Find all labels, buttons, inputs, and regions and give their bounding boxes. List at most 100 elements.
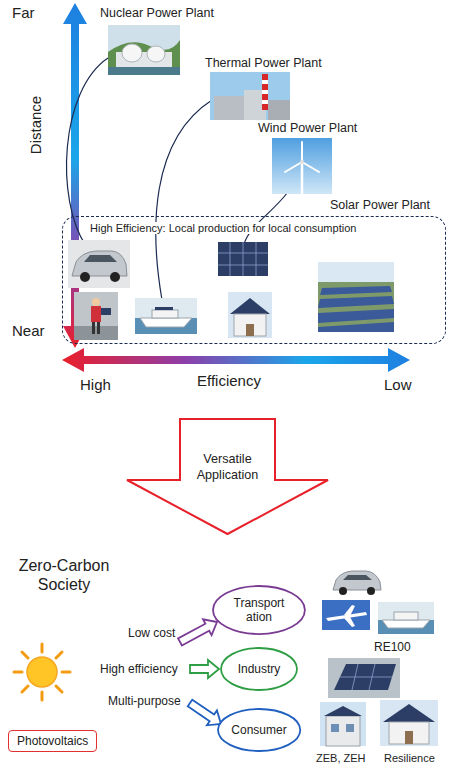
wind-plant-photo bbox=[301, 162, 304, 194]
boat-photo bbox=[135, 298, 197, 334]
category-ellipse: Industry bbox=[220, 647, 298, 691]
benefit-label: Low cost bbox=[128, 626, 175, 640]
solar-roof-photo bbox=[218, 253, 268, 254]
house-photo bbox=[246, 324, 254, 336]
outline-arrow bbox=[178, 619, 217, 645]
boat-photo bbox=[378, 620, 434, 634]
boat-photo bbox=[155, 307, 173, 310]
person-photo bbox=[97, 322, 100, 334]
label-box: Photovoltaics bbox=[8, 730, 97, 752]
building-photo bbox=[320, 702, 366, 746]
heading-text: Zero-Carbon Society bbox=[8, 556, 120, 594]
person-photo bbox=[74, 292, 118, 340]
building-photo bbox=[320, 702, 366, 746]
solar-farm-photo bbox=[318, 309, 394, 323]
person-photo bbox=[74, 326, 118, 340]
efficiency-axis bbox=[62, 348, 410, 372]
solar-roof-photo bbox=[328, 658, 400, 698]
axis-label: Far bbox=[12, 4, 35, 22]
wind-plant-photo bbox=[300, 160, 304, 164]
person-photo bbox=[74, 292, 118, 340]
outline-arrow bbox=[188, 700, 221, 726]
text-holder: Photovoltaics bbox=[9, 731, 96, 751]
nuclear-plant-photo bbox=[122, 44, 142, 62]
car-photo bbox=[367, 587, 375, 595]
thermal-plant-photo bbox=[214, 96, 244, 120]
text-holder: Versatile Application bbox=[180, 452, 275, 483]
wind-plant-photo bbox=[301, 142, 303, 162]
boat-photo bbox=[394, 612, 418, 620]
airplane-photo bbox=[322, 600, 370, 630]
axis-label: Low bbox=[384, 376, 412, 394]
thermal-plant-photo bbox=[262, 80, 268, 84]
node-text: Transport ation bbox=[228, 596, 290, 625]
person-photo bbox=[92, 298, 100, 306]
leader-line bbox=[67, 58, 108, 246]
caption-label: Resilience bbox=[384, 752, 435, 765]
car-photo bbox=[339, 587, 347, 595]
plant-label: Solar Power Plant bbox=[330, 198, 430, 213]
building-photo bbox=[346, 724, 354, 732]
boat-photo bbox=[378, 602, 434, 634]
nuclear-plant-photo bbox=[147, 46, 165, 62]
thermal-plant-photo bbox=[268, 100, 290, 120]
boat-photo bbox=[378, 602, 434, 634]
boat-photo bbox=[152, 310, 178, 318]
node-text: High Efficiency: Local production for lo… bbox=[87, 222, 359, 234]
solar-roof-photo bbox=[243, 242, 244, 276]
thermal-plant-photo bbox=[262, 90, 268, 94]
solar-roof-photo bbox=[218, 265, 268, 266]
solar-roof-photo bbox=[256, 242, 257, 276]
solar-roof-photo bbox=[218, 242, 268, 276]
car-photo bbox=[72, 251, 127, 276]
thermal-plant-photo bbox=[262, 74, 268, 110]
leader-line bbox=[67, 58, 288, 300]
sun-symbol bbox=[14, 644, 70, 700]
solar-farm-photo bbox=[318, 322, 394, 332]
solar-roof-photo bbox=[328, 658, 400, 698]
node-text: Photovoltaics bbox=[17, 734, 88, 748]
building-photo bbox=[326, 716, 360, 746]
ellipse-shape bbox=[213, 586, 305, 634]
building-photo bbox=[324, 706, 362, 716]
region-box: High Efficiency: Local production for lo… bbox=[62, 216, 446, 344]
category-ellipse: Transport ation bbox=[212, 585, 306, 635]
leader-line bbox=[156, 100, 212, 300]
leader-line bbox=[244, 192, 288, 244]
car-photo bbox=[84, 255, 117, 262]
person-photo bbox=[101, 308, 111, 315]
solar-roof-photo bbox=[369, 664, 375, 690]
text-holder: Industry bbox=[220, 647, 298, 691]
sun-symbol bbox=[22, 652, 28, 658]
text-holder: Consumer bbox=[217, 708, 301, 752]
solar-roof-photo bbox=[352, 664, 358, 690]
person-photo bbox=[91, 306, 101, 322]
car-photo bbox=[68, 240, 130, 288]
nuclear-plant-photo bbox=[108, 40, 180, 75]
sun-symbol bbox=[62, 671, 70, 674]
nuclear-plant-photo bbox=[108, 25, 180, 75]
sun-symbol bbox=[14, 671, 22, 674]
car-photo bbox=[330, 565, 385, 597]
axis-title: Distance bbox=[27, 96, 45, 154]
block-arrow-shape bbox=[127, 419, 328, 534]
thermal-plant-photo bbox=[210, 72, 290, 120]
axis-title: Efficiency bbox=[197, 372, 261, 390]
node-text: Industry bbox=[238, 662, 281, 676]
car-photo bbox=[68, 240, 130, 288]
person-photo bbox=[92, 322, 95, 334]
sun-symbol bbox=[41, 644, 44, 652]
car-photo bbox=[333, 571, 381, 590]
boat-photo bbox=[382, 620, 430, 628]
solar-roof-photo bbox=[340, 677, 392, 678]
sun-symbol bbox=[56, 652, 62, 658]
plant-label: Thermal Power Plant bbox=[205, 56, 322, 71]
ellipse-shape bbox=[221, 648, 297, 690]
caption-label: RE100 bbox=[374, 640, 411, 654]
sun-symbol bbox=[56, 686, 62, 692]
category-ellipse: Consumer bbox=[217, 708, 301, 752]
benefit-label: High efficiency bbox=[100, 662, 178, 676]
wind-plant-photo bbox=[272, 138, 332, 194]
wind-plant-photo bbox=[285, 142, 319, 172]
